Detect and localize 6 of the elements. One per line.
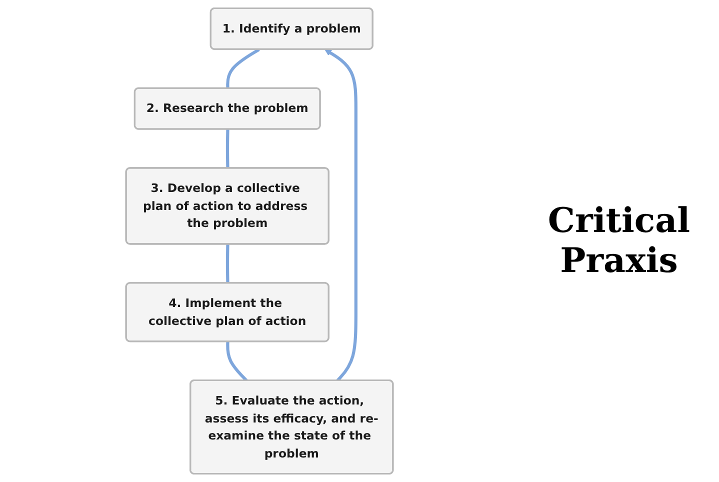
center-label: Critical Praxis [546,201,692,281]
connector [226,129,230,168]
arrow [324,49,358,382]
connector [226,244,230,284]
connector [226,342,248,382]
connector [226,48,260,89]
